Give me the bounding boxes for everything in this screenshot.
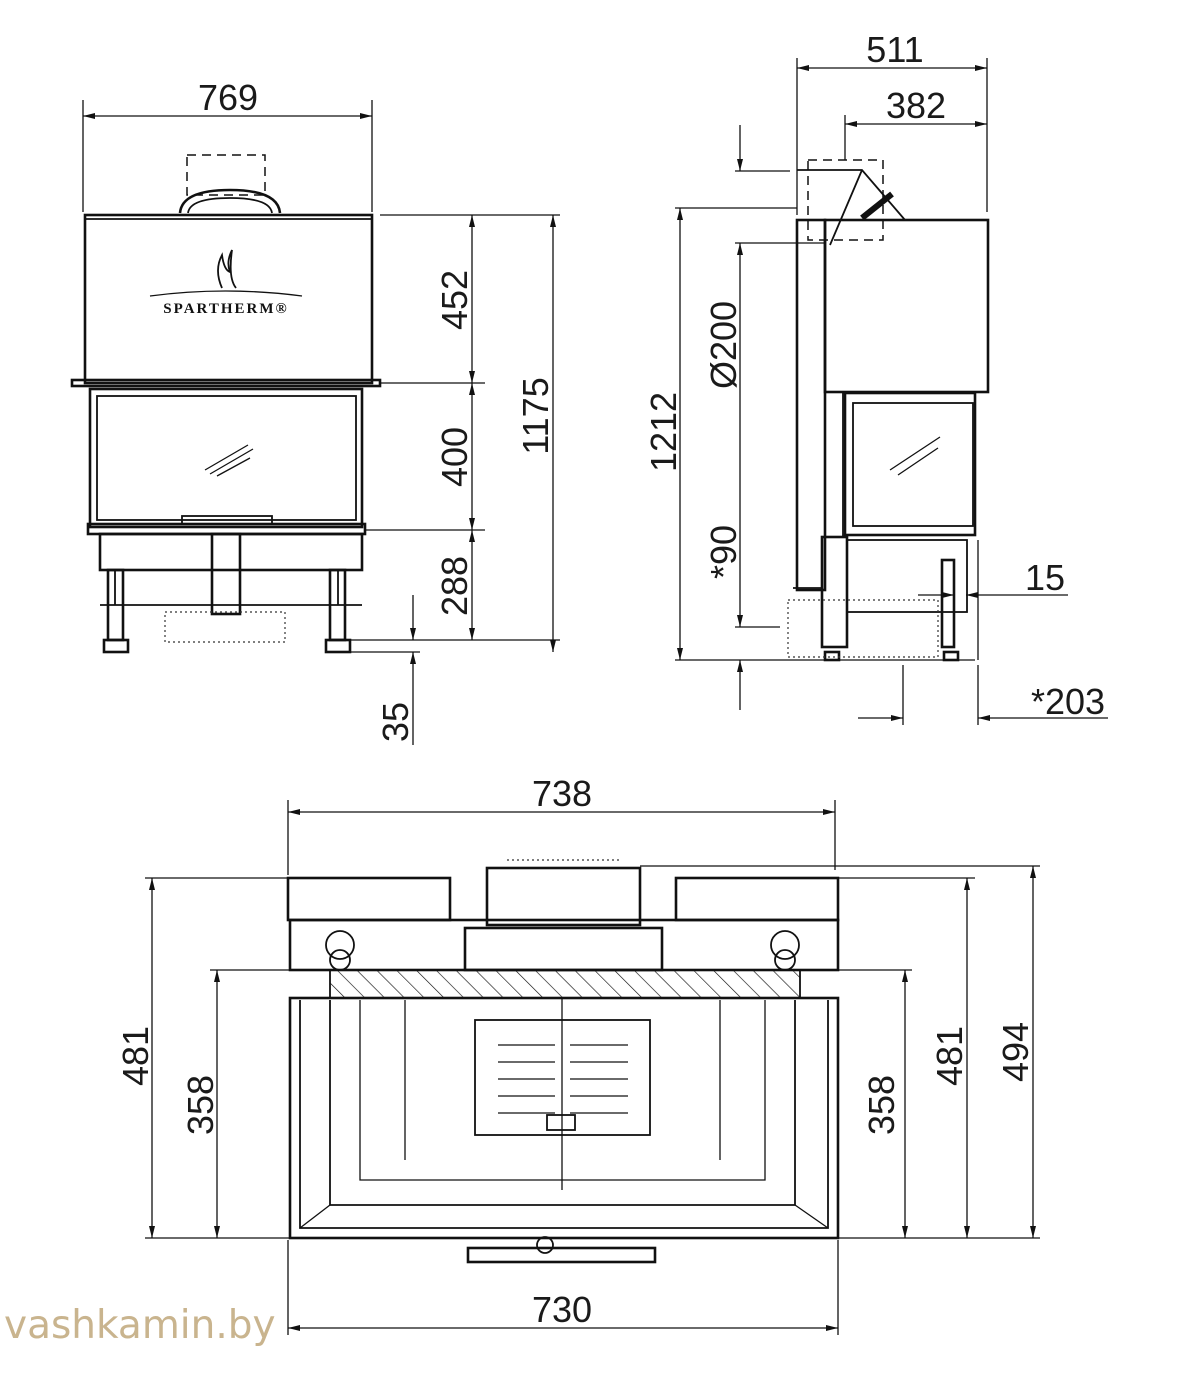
flue-diameter-label: Ø200 <box>703 301 744 389</box>
base-height-label: 288 <box>434 556 475 616</box>
door-frame <box>88 387 364 529</box>
right-inner-depth-label: 358 <box>861 1075 902 1135</box>
front-width-label: 769 <box>198 77 258 118</box>
hood <box>83 213 374 385</box>
foot-height-label: 35 <box>375 702 416 742</box>
door-height-label: 400 <box>434 427 475 487</box>
side-overall-height-label: 1212 <box>643 392 684 472</box>
bottom-width-label: 730 <box>532 1289 592 1330</box>
side-door <box>843 391 977 537</box>
hatched-section <box>329 969 801 999</box>
total-depth-label: 494 <box>995 1022 1036 1082</box>
right-outer-depth-label: 481 <box>929 1026 970 1086</box>
hood-height-label: 452 <box>434 270 475 330</box>
front-overall-height-label: 1175 <box>515 377 556 454</box>
rear-panel <box>795 218 827 592</box>
top-view: 738 730 <box>115 773 1040 1335</box>
handle-icon <box>178 188 282 214</box>
depth-label: 511 <box>866 29 923 70</box>
side-view: 511 382 Ø200 *90 1212 15 <box>643 29 1108 725</box>
front-view: 769 SPARTHERM® 452 <box>70 77 560 745</box>
side-gap-label: 15 <box>1025 557 1065 598</box>
front-handle <box>466 1246 657 1264</box>
glass <box>96 395 357 521</box>
spartherm-logo: SPARTHERM® <box>149 249 303 317</box>
flue-offset-label: 382 <box>886 85 946 126</box>
flue-collar <box>485 866 642 927</box>
left-inner-depth-label: 358 <box>180 1075 221 1135</box>
top-width-label: 738 <box>532 773 592 814</box>
svg-text:SPARTHERM®: SPARTHERM® <box>163 301 288 317</box>
firebox-outline <box>288 996 840 1240</box>
side-hood <box>823 218 990 394</box>
optional-depth-label: *203 <box>1031 681 1105 722</box>
optional-height-label: *90 <box>703 525 744 579</box>
left-outer-depth-label: 481 <box>115 1026 156 1086</box>
watermark: vashkamin.by <box>4 1303 276 1348</box>
base-frame <box>98 532 364 572</box>
flue-outline <box>186 154 266 196</box>
